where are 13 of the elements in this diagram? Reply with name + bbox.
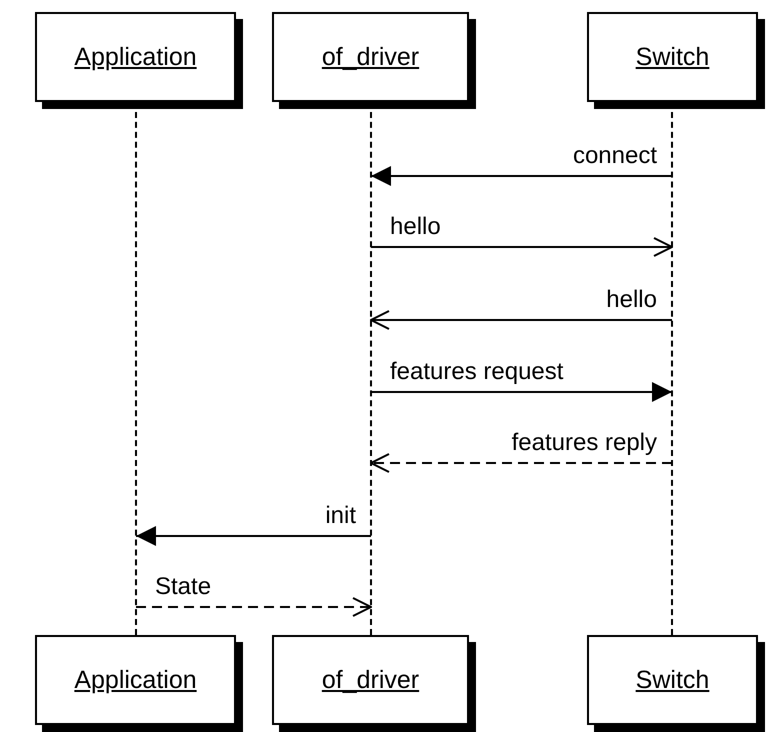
message-arrow: [371, 166, 672, 186]
participant-name: Application: [74, 42, 197, 72]
message-arrow: [370, 310, 672, 330]
message-arrow: [136, 526, 371, 546]
participant-name: Switch: [636, 42, 710, 72]
participant-name: of_driver: [322, 666, 420, 694]
participant-name: Switch: [636, 666, 710, 694]
message-arrow: [371, 382, 672, 402]
participant-name: Application: [74, 666, 197, 694]
message-arrow: [371, 237, 673, 257]
message-arrow: [370, 453, 672, 473]
participant-name: of_driver: [322, 42, 420, 72]
message-arrow: [136, 597, 372, 617]
